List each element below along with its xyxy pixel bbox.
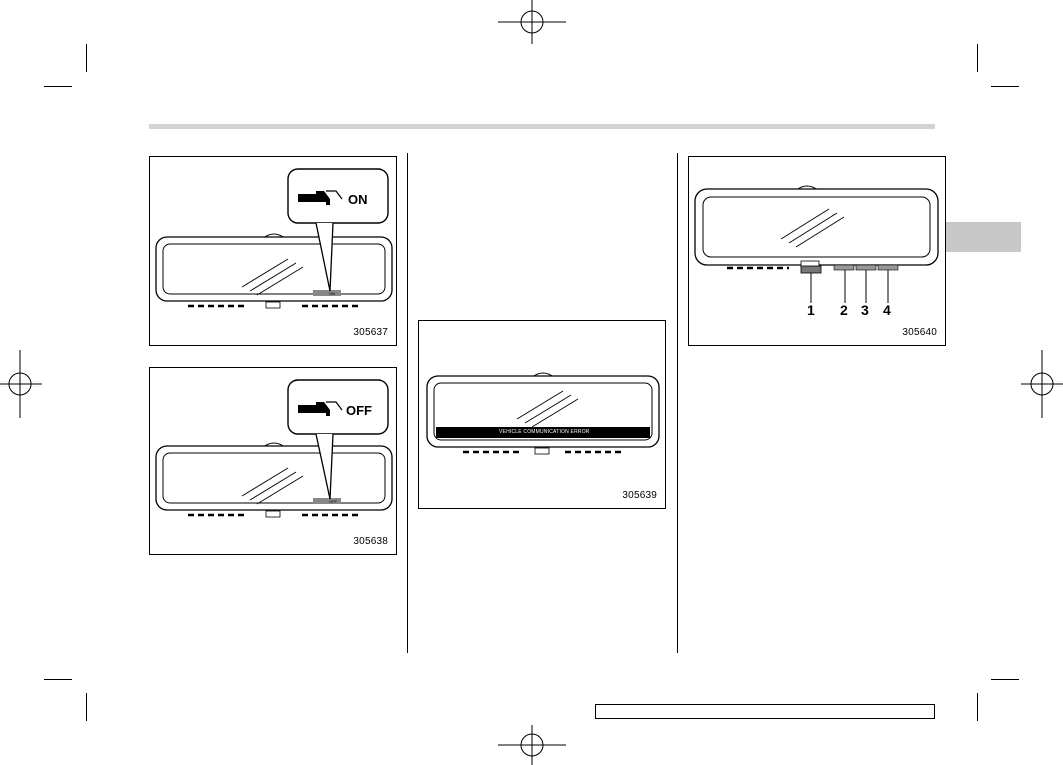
figure-id: 305640: [902, 327, 937, 338]
callout-off-label: OFF: [346, 403, 372, 418]
figure-mirror-off: OFF OFF 305638: [149, 367, 397, 555]
callout-on-label: ON: [348, 192, 368, 207]
mirror-error-message: VEHICLE COMMUNICATION ERROR: [499, 429, 590, 435]
figure-mirror-on: ON ON 305637: [149, 156, 397, 346]
registration-mark-top: [498, 0, 566, 44]
figure-id: 305639: [622, 490, 657, 501]
registration-mark-left: [0, 350, 42, 418]
label-4: 4: [883, 302, 891, 318]
figure-id: 305638: [353, 536, 388, 547]
indicator-off-label: OFF: [329, 499, 337, 504]
column-divider-2: [677, 153, 678, 653]
mirror-illustration: [155, 168, 393, 309]
label-2: 2: [840, 302, 848, 318]
mirror-illustration: [426, 372, 660, 455]
figure-mirror-error: VEHICLE COMMUNICATION ERROR 305639: [418, 320, 666, 509]
mirror-illustration: [155, 379, 393, 518]
column-divider-1: [407, 153, 408, 653]
header-bar: [149, 124, 935, 129]
footer-box: [595, 704, 935, 719]
chapter-tab: [942, 222, 1021, 252]
mirror-illustration: [694, 185, 939, 303]
registration-mark-bottom: [498, 725, 566, 765]
indicator-on-label: ON: [329, 291, 335, 296]
registration-mark-right: [1021, 350, 1063, 418]
figure-id: 305637: [353, 327, 388, 338]
label-3: 3: [861, 302, 869, 318]
figure-mirror-buttons: 1 2 3 4 305640: [688, 156, 946, 346]
label-1: 1: [807, 302, 815, 318]
